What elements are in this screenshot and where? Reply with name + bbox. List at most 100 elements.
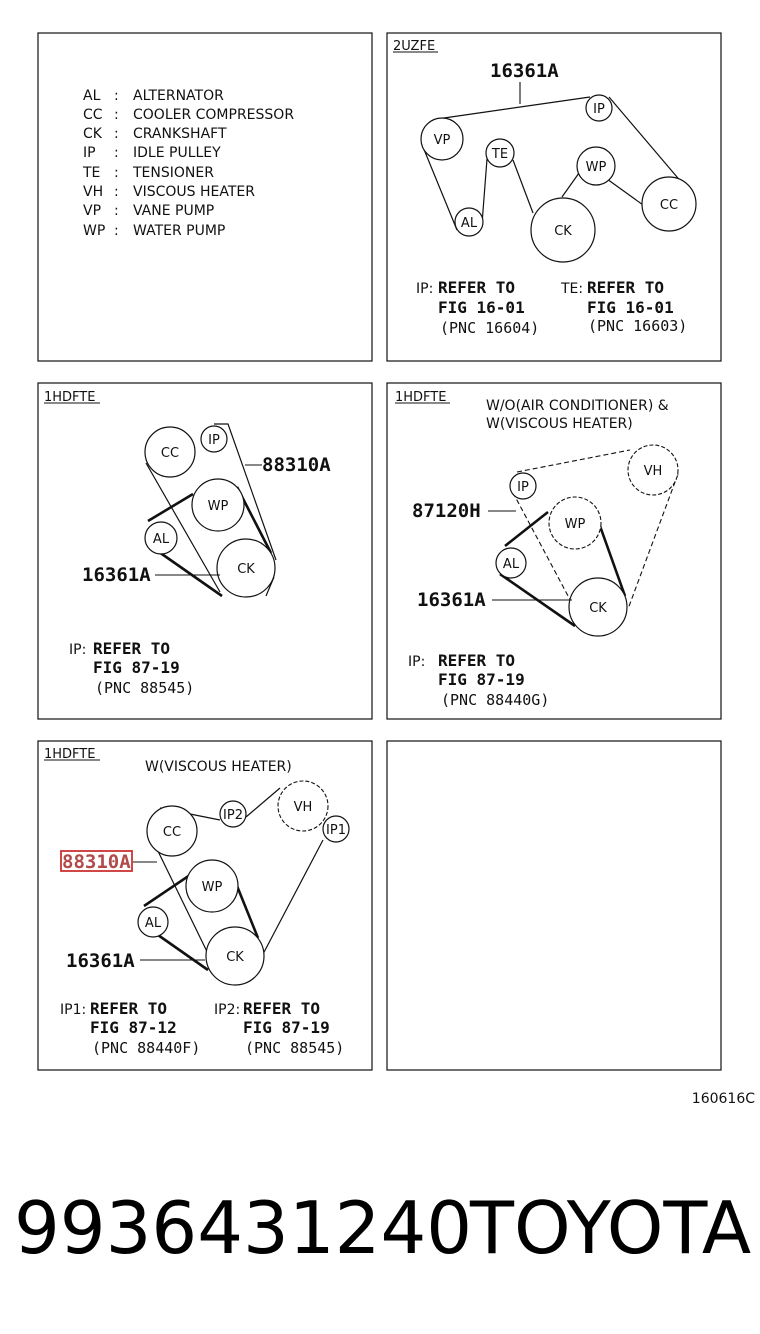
legend-panel [37, 32, 373, 362]
legend-code: CK [83, 126, 103, 142]
pulley-ck [216, 538, 276, 598]
pulley-ck [530, 197, 596, 263]
part-number-16361a: 16361A [417, 589, 486, 611]
pulley-label: WP [586, 160, 607, 175]
pulley-te [485, 138, 515, 168]
pulley-label: AL [145, 916, 162, 931]
legend-name: VANE PUMP [133, 203, 214, 219]
pulley-wp [576, 146, 616, 186]
ref-line: FIG 87-12 [90, 1018, 177, 1037]
ref-line: (PNC 16604) [440, 319, 539, 337]
legend-code: VH [83, 184, 103, 200]
engine-label: 1HDFTE [395, 390, 446, 405]
pulley-label: IP2 [223, 808, 243, 823]
legend-sep: : [114, 165, 119, 181]
legend-row: CC : COOLER COMPRESSOR [83, 107, 294, 123]
legend-sep: : [114, 223, 119, 239]
pulley-vh [277, 780, 329, 832]
pulley-ck [205, 926, 265, 986]
ref-line: (PNC 88440F) [92, 1039, 200, 1057]
figure-number: 160616C [692, 1091, 755, 1107]
engine-label: 2UZFE [393, 39, 435, 54]
pulley-label: CK [237, 562, 255, 577]
legend-row: IP : IDLE PULLEY [83, 145, 221, 161]
pulley-ip [585, 94, 613, 122]
part-number-88310a-highlighted[interactable]: 88310A [62, 851, 131, 873]
legend-name: CRANKSHAFT [133, 126, 227, 142]
part-number-16361a: 16361A [66, 950, 135, 972]
variant-note: W/O(AIR CONDITIONER) & [486, 398, 669, 414]
footer-brand: TOYOTA [470, 1186, 752, 1270]
pulley-label: VP [434, 133, 451, 148]
pulley-label: WP [565, 517, 586, 532]
pulley-ip2 [219, 800, 247, 828]
ref-line: REFER TO [243, 999, 320, 1018]
reference-note-te: TE: REFER TO FIG 16-01 (PNC 16603) [560, 278, 687, 335]
pulley-wp [548, 496, 602, 550]
ref-prefix: IP2: [214, 1002, 240, 1018]
pulley-wp [185, 859, 239, 913]
legend-row: WP : WATER PUMP [83, 223, 225, 239]
pulley-al [144, 521, 178, 555]
legend-row: VH : VISCOUS HEATER [83, 184, 255, 200]
ref-line: (PNC 88440G) [441, 691, 549, 709]
ref-line: REFER TO [90, 999, 167, 1018]
ref-line: FIG 87-19 [243, 1018, 330, 1037]
part-number-87120h: 87120H [412, 500, 481, 522]
pulley-label: AL [503, 557, 520, 572]
ref-line: FIG 87-19 [93, 658, 180, 677]
legend-name: WATER PUMP [133, 223, 225, 239]
legend-row: CK : CRANKSHAFT [83, 126, 227, 142]
legend-name: IDLE PULLEY [133, 145, 221, 161]
ref-line: (PNC 88545) [95, 679, 194, 697]
pulley-ip [200, 425, 228, 453]
pulley-label: VH [644, 464, 663, 479]
legend-list: AL : ALTERNATOR CC : COOLER COMPRESSOR C… [82, 88, 294, 239]
pulley-label: IP [593, 102, 605, 117]
legend-code: WP [83, 223, 105, 239]
footer-part-number: 9936431240 [14, 1186, 473, 1270]
pulley-cc [146, 805, 198, 857]
pulley-al [495, 547, 527, 579]
panel-1hdfte-a [37, 382, 373, 720]
ref-line: REFER TO [93, 639, 170, 658]
legend-sep: : [114, 184, 119, 200]
pulley-label: CK [554, 224, 572, 239]
ref-line: FIG 87-19 [438, 670, 525, 689]
pulley-ck [568, 577, 628, 637]
panel-1hdfte-c [37, 740, 373, 1071]
ref-line: FIG 16-01 [587, 298, 674, 317]
pulley-cc [641, 176, 697, 232]
ref-line: REFER TO [587, 278, 664, 297]
ref-prefix: IP: [69, 642, 86, 658]
legend-sep: : [114, 107, 119, 123]
reference-note-ip: IP: REFER TO FIG 87-19 (PNC 88545) [69, 639, 194, 697]
ref-line: REFER TO [438, 651, 515, 670]
pulley-al [454, 207, 484, 237]
variant-note: W(VISCOUS HEATER) [145, 759, 292, 775]
pulley-label: VH [294, 800, 313, 815]
pulley-label: IP1 [326, 823, 346, 838]
pulley-cc [144, 426, 196, 478]
legend-sep: : [114, 126, 119, 142]
pulley-label: WP [202, 880, 223, 895]
legend-code: CC [83, 107, 103, 123]
pulley-label: IP [517, 480, 529, 495]
legend-code: AL [83, 88, 101, 104]
pulley-vh [627, 444, 679, 496]
pulley-al [137, 906, 169, 938]
variant-note: W(VISCOUS HEATER) [486, 416, 633, 432]
ref-prefix: IP: [408, 654, 425, 670]
pulley-label: CK [589, 601, 607, 616]
legend-row: TE : TENSIONER [82, 165, 214, 181]
part-number-16361a: 16361A [490, 60, 559, 82]
legend-code: VP [83, 203, 101, 219]
pulley-label: TE [491, 147, 508, 162]
pulley-label: IP [208, 433, 220, 448]
ref-line: REFER TO [438, 278, 515, 297]
part-number-16361a: 16361A [82, 564, 151, 586]
legend-name: ALTERNATOR [133, 88, 224, 104]
pulley-ip1 [322, 815, 350, 843]
panel-2uzfe [386, 32, 722, 362]
